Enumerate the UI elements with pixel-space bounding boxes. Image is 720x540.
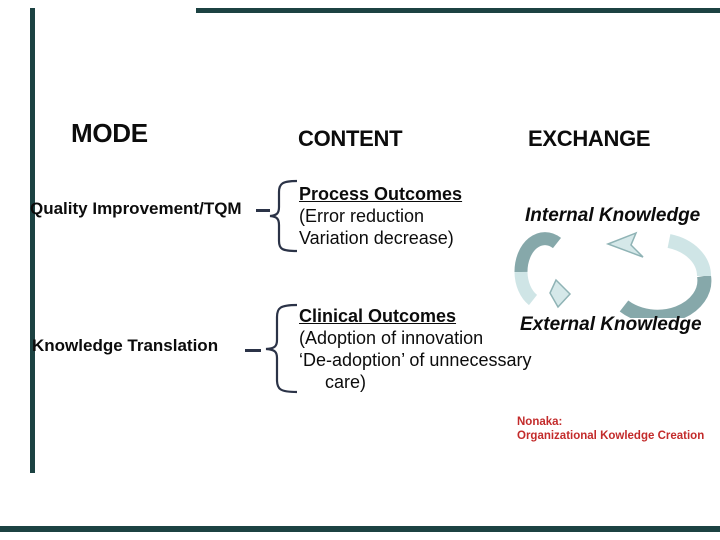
bottom-accent-bar	[0, 526, 720, 532]
top-accent-bar	[196, 8, 720, 13]
column-header-mode: MODE	[71, 118, 148, 148]
connector-dash-row1	[256, 209, 270, 212]
left-accent-bar	[30, 8, 35, 473]
left-brace-bracket-row2	[265, 303, 298, 394]
connector-dash-row2	[245, 349, 261, 352]
column-header-exchange: EXCHANGE	[528, 126, 651, 151]
content-line: (Adoption of innovation	[299, 328, 484, 348]
column-header-content: CONTENT	[298, 126, 403, 151]
external-knowledge-label: External Knowledge	[520, 314, 702, 335]
citation-line2: Organizational Kowledge Creation	[517, 430, 705, 442]
internal-knowledge-label: Internal Knowledge	[525, 205, 701, 226]
mode-label-quality-improvement: Quality Improvement/TQM	[30, 199, 242, 218]
content-title-process-outcomes: Process Outcomes	[299, 184, 463, 204]
content-line: Variation decrease)	[299, 228, 454, 248]
content-line: care)	[325, 372, 367, 392]
citation: Nonaka: Organizational Kowledge Creation	[517, 415, 704, 443]
knowledge-cycle-icon	[514, 231, 712, 318]
left-brace-bracket-row1	[269, 179, 298, 253]
content-block-clinical-outcomes: Clinical Outcomes (Adoption of innovatio…	[299, 305, 531, 393]
citation-line1: Nonaka:	[517, 416, 563, 428]
content-line: ‘De-adoption’ of unnecessary	[299, 350, 532, 370]
content-title-clinical-outcomes: Clinical Outcomes	[299, 306, 457, 326]
content-block-process-outcomes: Process Outcomes (Error reduction Variat…	[299, 183, 462, 249]
mode-label-knowledge-translation: Knowledge Translation	[32, 336, 219, 355]
content-line: (Error reduction	[299, 206, 425, 226]
